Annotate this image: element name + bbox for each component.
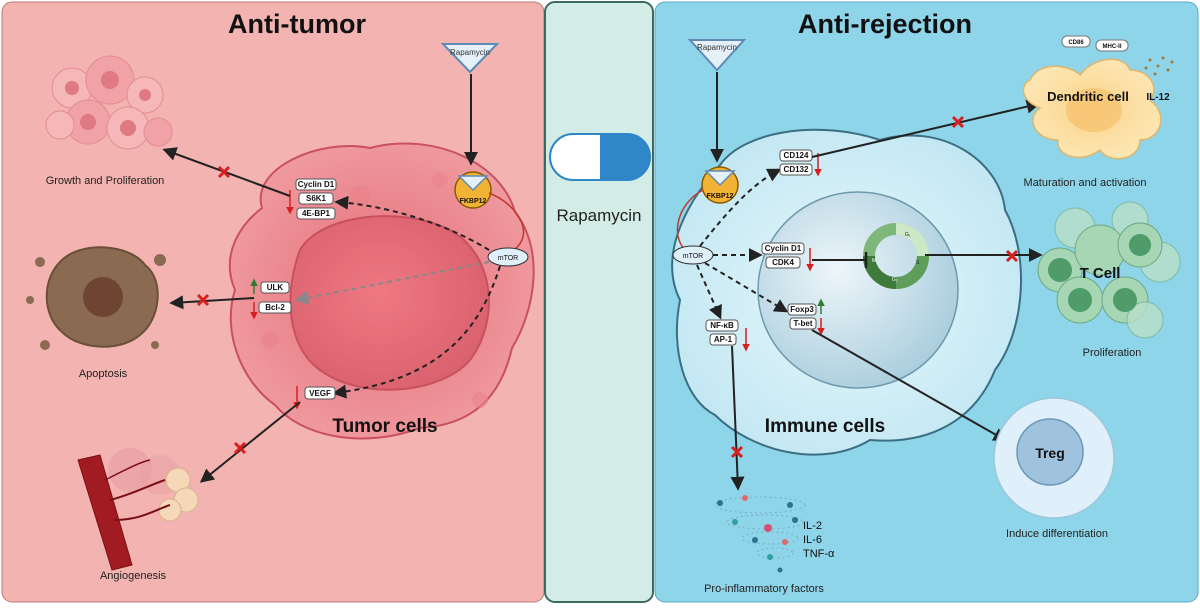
anti-tumor-title: Anti-tumor — [228, 9, 366, 39]
svg-text:S: S — [916, 260, 920, 266]
tag-bcl2: Bcl-2 — [258, 301, 292, 314]
svg-text:G₁: G₁ — [905, 232, 911, 238]
tag-foxp3: Foxp3 — [787, 303, 817, 316]
left-rapamycin-icon: Rapamycin — [440, 43, 500, 74]
svg-text:Cyclin D1: Cyclin D1 — [298, 180, 335, 189]
angiogenesis-illustration — [77, 448, 199, 571]
cytokine-caption: Pro-inflammatory factors — [704, 583, 824, 595]
left-rapamycin-label: Rapamycin — [450, 48, 490, 57]
right-fkbp12-icon: FKBP12 — [701, 166, 739, 204]
tag-cd124: CD124 — [779, 149, 813, 162]
cytokine-il6: IL-6 — [803, 534, 822, 546]
tag-cdk4: CDK4 — [765, 256, 801, 269]
svg-text:T-bet: T-bet — [793, 319, 812, 328]
tag-4e-bp1: 4E-BP1 — [296, 207, 336, 220]
svg-text:S6K1: S6K1 — [306, 194, 327, 203]
tcell-cluster-illustration — [1037, 201, 1181, 339]
anti-rejection-title: Anti-rejection — [798, 9, 972, 39]
block-mark-growth — [217, 165, 231, 179]
immune-cell — [671, 128, 1023, 456]
tag-cyclin-d1-left: Cyclin D1 — [295, 178, 337, 191]
treg-cell-illustration — [993, 397, 1115, 519]
tag-cd132: CD132 — [779, 163, 813, 176]
tag-nfkb: NF-κB — [705, 319, 739, 332]
dendritic-cell-label: Dendritic cell — [1047, 89, 1129, 104]
center-rapamycin-label: Rapamycin — [556, 206, 641, 225]
right-rapamycin-icon: Rapamycin — [687, 39, 747, 72]
left-mtor-node: mTOR — [487, 247, 529, 267]
svg-text:NF-κB: NF-κB — [710, 321, 734, 330]
tag-vegf: VEGF — [304, 386, 336, 400]
tag-ap1: AP-1 — [709, 333, 737, 346]
tumor-cells-label: Tumor cells — [332, 416, 437, 437]
left-mtor-label: mTOR — [498, 255, 518, 262]
block-mark-tcell — [1005, 249, 1019, 263]
mhc-ii-label: MHC-II — [1103, 44, 1122, 50]
svg-text:CDK4: CDK4 — [772, 258, 794, 267]
proliferation-caption: Proliferation — [1083, 347, 1142, 359]
svg-text:ULK: ULK — [267, 283, 284, 292]
treg-caption: Induce differentiation — [1006, 528, 1108, 540]
block-mark-dendritic — [951, 115, 965, 129]
right-fkbp12-label: FKBP12 — [707, 193, 734, 200]
apoptosis-caption: Apoptosis — [79, 368, 128, 380]
capsule-icon — [549, 133, 651, 181]
dendritic-cell-illustration — [1022, 35, 1174, 160]
il12-label: IL-12 — [1146, 92, 1170, 103]
svg-text:4E-BP1: 4E-BP1 — [302, 209, 331, 218]
cd86-label: CD86 — [1068, 40, 1084, 46]
apoptosis-cell-illustration — [26, 246, 166, 350]
block-mark-cytokines — [730, 445, 744, 459]
svg-text:Cyclin D1: Cyclin D1 — [765, 244, 802, 253]
cytokine-spiral-illustration — [714, 495, 806, 573]
tag-s6k1: S6K1 — [298, 192, 334, 205]
svg-text:Bcl-2: Bcl-2 — [265, 303, 285, 312]
dendritic-caption: Maturation and activation — [1024, 177, 1147, 189]
svg-text:Foxp3: Foxp3 — [790, 305, 814, 314]
cytokine-tnfa: TNF-α — [803, 548, 835, 560]
cell-cycle-ring: G₁ S G₂ M — [863, 223, 929, 289]
immune-cells-label: Immune cells — [765, 416, 885, 437]
right-mtor-label: mTOR — [683, 253, 703, 260]
tag-tbet: T-bet — [789, 317, 817, 330]
block-mark-angiogenesis — [233, 441, 247, 455]
left-fkbp12-icon: FKBP12 — [454, 171, 492, 209]
treg-label: Treg — [1035, 445, 1065, 461]
svg-text:AP-1: AP-1 — [714, 335, 733, 344]
tag-cyclin-d1-right: Cyclin D1 — [761, 242, 805, 255]
growth-cells-illustration — [45, 55, 173, 150]
tcell-label: T Cell — [1080, 265, 1121, 282]
left-fkbp12-label: FKBP12 — [460, 198, 487, 205]
tag-ulk: ULK — [260, 281, 290, 294]
angiogenesis-caption: Angiogenesis — [100, 570, 167, 582]
cytokine-il2: IL-2 — [803, 520, 822, 532]
svg-text:CD124: CD124 — [784, 151, 809, 160]
right-rapamycin-label: Rapamycin — [697, 43, 737, 52]
svg-text:VEGF: VEGF — [309, 389, 331, 398]
right-mtor-node: mTOR — [672, 245, 714, 265]
svg-text:CD132: CD132 — [784, 165, 809, 174]
block-mark-apoptosis — [196, 293, 210, 307]
svg-text:G₂: G₂ — [892, 277, 898, 283]
growth-caption: Growth and Proliferation — [46, 175, 165, 187]
svg-text:M: M — [872, 258, 876, 264]
center-panel — [544, 1, 654, 603]
